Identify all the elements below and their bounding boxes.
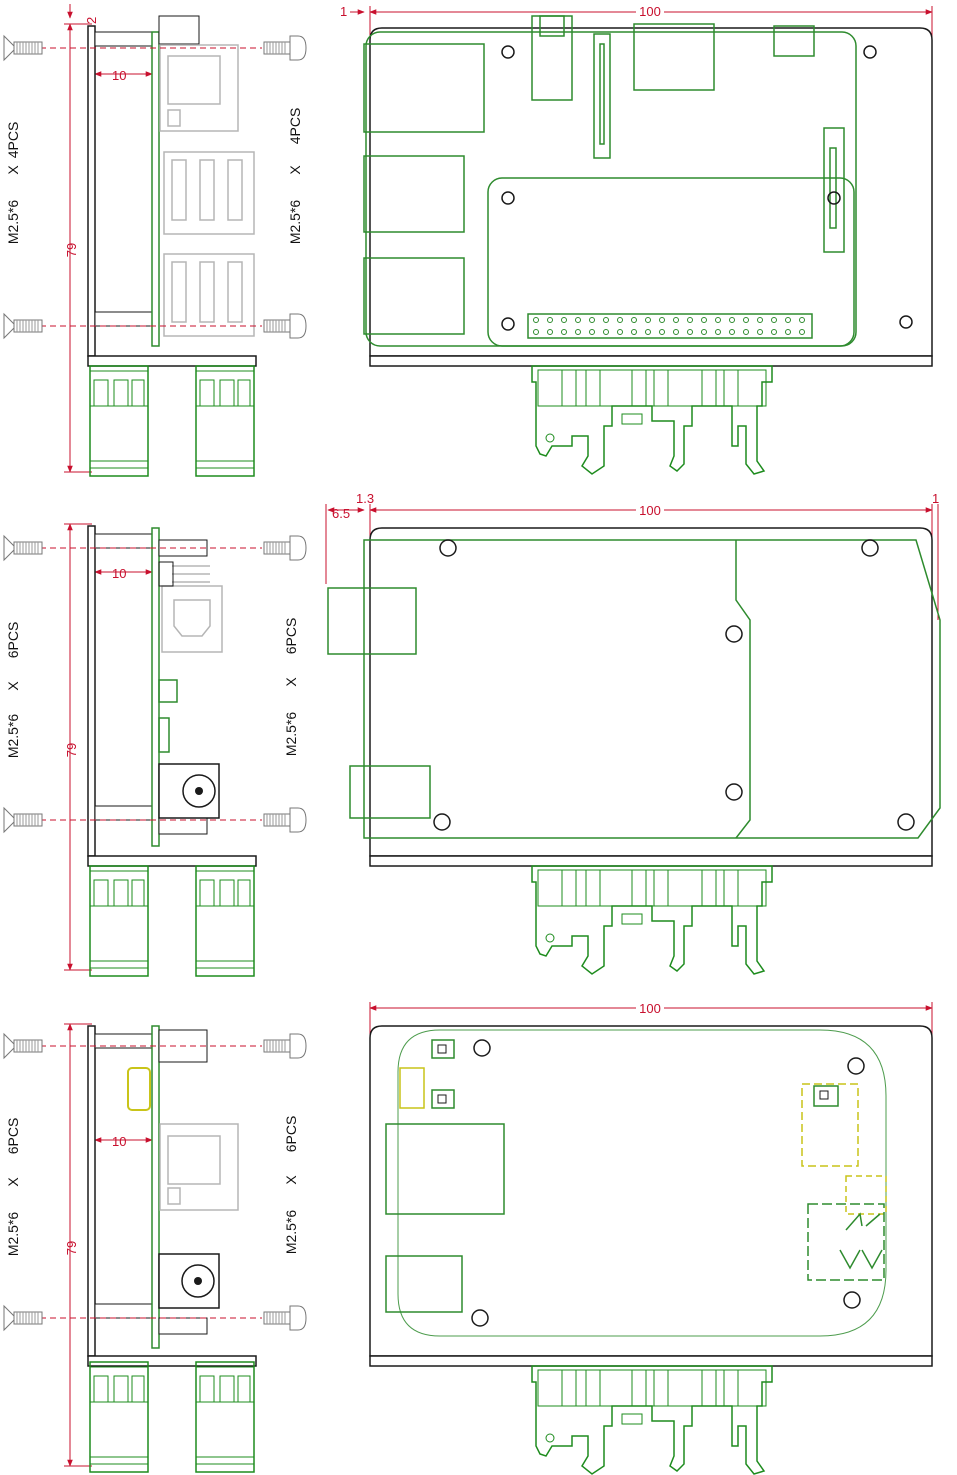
screw-size-left: M2.5*6 [5, 200, 21, 245]
screw-size-right: M2.5*6 [283, 712, 299, 757]
screw-icon [3, 535, 43, 561]
screw-icon [263, 1305, 307, 1331]
height-dimension-label: 79 [64, 243, 79, 257]
width-dimension-label: 100 [639, 1001, 661, 1016]
screw-times-right: X [283, 677, 299, 687]
screw-times-left: X [5, 165, 21, 175]
screw-icon [263, 1033, 307, 1059]
depth-dimension-label: 10 [112, 566, 126, 581]
screw-icon [3, 1305, 43, 1331]
edge-dimension-label: 1 [340, 4, 347, 19]
panel-2: 79 10 [3, 491, 941, 977]
rail-foot-icon [89, 365, 149, 477]
side-view-3: 79 10 [3, 1023, 307, 1473]
rail-foot-icon [195, 1361, 255, 1473]
screw-count-left: 4PCS [5, 122, 21, 159]
screw-count-right: 4PCS [287, 108, 303, 145]
height-dimension-label: 79 [64, 743, 79, 757]
screw-icon [3, 313, 43, 339]
screw-size-right: M2.5*6 [287, 200, 303, 245]
din-clip-icon [531, 1365, 773, 1475]
din-clip-icon [531, 865, 773, 975]
screw-count-left: 6PCS [5, 1118, 21, 1155]
usb-connector [127, 1067, 151, 1111]
pcb-outline [363, 539, 941, 839]
screw-times-right: X [283, 1175, 299, 1185]
side-view-2: 79 10 [3, 523, 307, 977]
screw-icon [263, 535, 307, 561]
pcb-outline [397, 1029, 887, 1337]
rail-foot-icon [195, 365, 255, 477]
screw-times-left: X [5, 1177, 21, 1187]
screw-icon [3, 35, 43, 61]
screw-size-left: M2.5*6 [5, 714, 21, 759]
enclosure-base [87, 355, 257, 367]
depth-dimension-label: 10 [112, 1134, 126, 1149]
width-dimension-label: 100 [639, 503, 661, 518]
height-dimension-label: 79 [64, 1241, 79, 1255]
edge-dimension-label: 1.3 [356, 491, 374, 506]
screw-count-right: 6PCS [283, 1116, 299, 1153]
front-view-3: 100 [369, 1000, 933, 1475]
front-view-2: 100 6.5 1.3 1 [325, 491, 941, 975]
screw-icon [263, 807, 307, 833]
offset-dimension-label: 2 [84, 17, 99, 24]
panel-3: 79 10 [3, 1000, 933, 1475]
screw-times-left: X [5, 681, 21, 691]
depth-dimension-label: 10 [112, 68, 126, 83]
screw-size-right: M2.5*6 [283, 1210, 299, 1255]
width-dimension-label: 100 [639, 4, 661, 19]
screw-icon [263, 313, 307, 339]
screw-size-left: M2.5*6 [5, 1212, 21, 1257]
usb-connector [327, 587, 417, 655]
screw-icon [3, 807, 43, 833]
usb-port [385, 1255, 463, 1313]
rail-foot-icon [89, 1361, 149, 1473]
screw-icon [3, 1033, 43, 1059]
screw-icon [263, 35, 307, 61]
enclosure-wall [87, 25, 96, 357]
board-edge [151, 31, 160, 347]
ethernet-port [385, 1123, 505, 1215]
overhang-dimension-label: 6.5 [332, 506, 350, 521]
screw-times-right: X [287, 165, 303, 175]
rail-foot-icon [89, 865, 149, 977]
edge-dimension-label-right: 1 [932, 491, 939, 506]
screw-count-left: 6PCS [5, 622, 21, 659]
panel-1: 79 2 10 [3, 4, 933, 477]
hat-board-outline [487, 177, 855, 347]
din-clip-icon [531, 365, 773, 475]
front-view-1: 100 1 [340, 4, 933, 475]
side-view-1: 79 2 10 [3, 4, 307, 477]
power-jack [349, 765, 431, 819]
gpio-header [533, 317, 805, 335]
screw-count-right: 6PCS [283, 618, 299, 655]
rail-foot-icon [195, 865, 255, 977]
enclosure-outline [369, 27, 933, 357]
